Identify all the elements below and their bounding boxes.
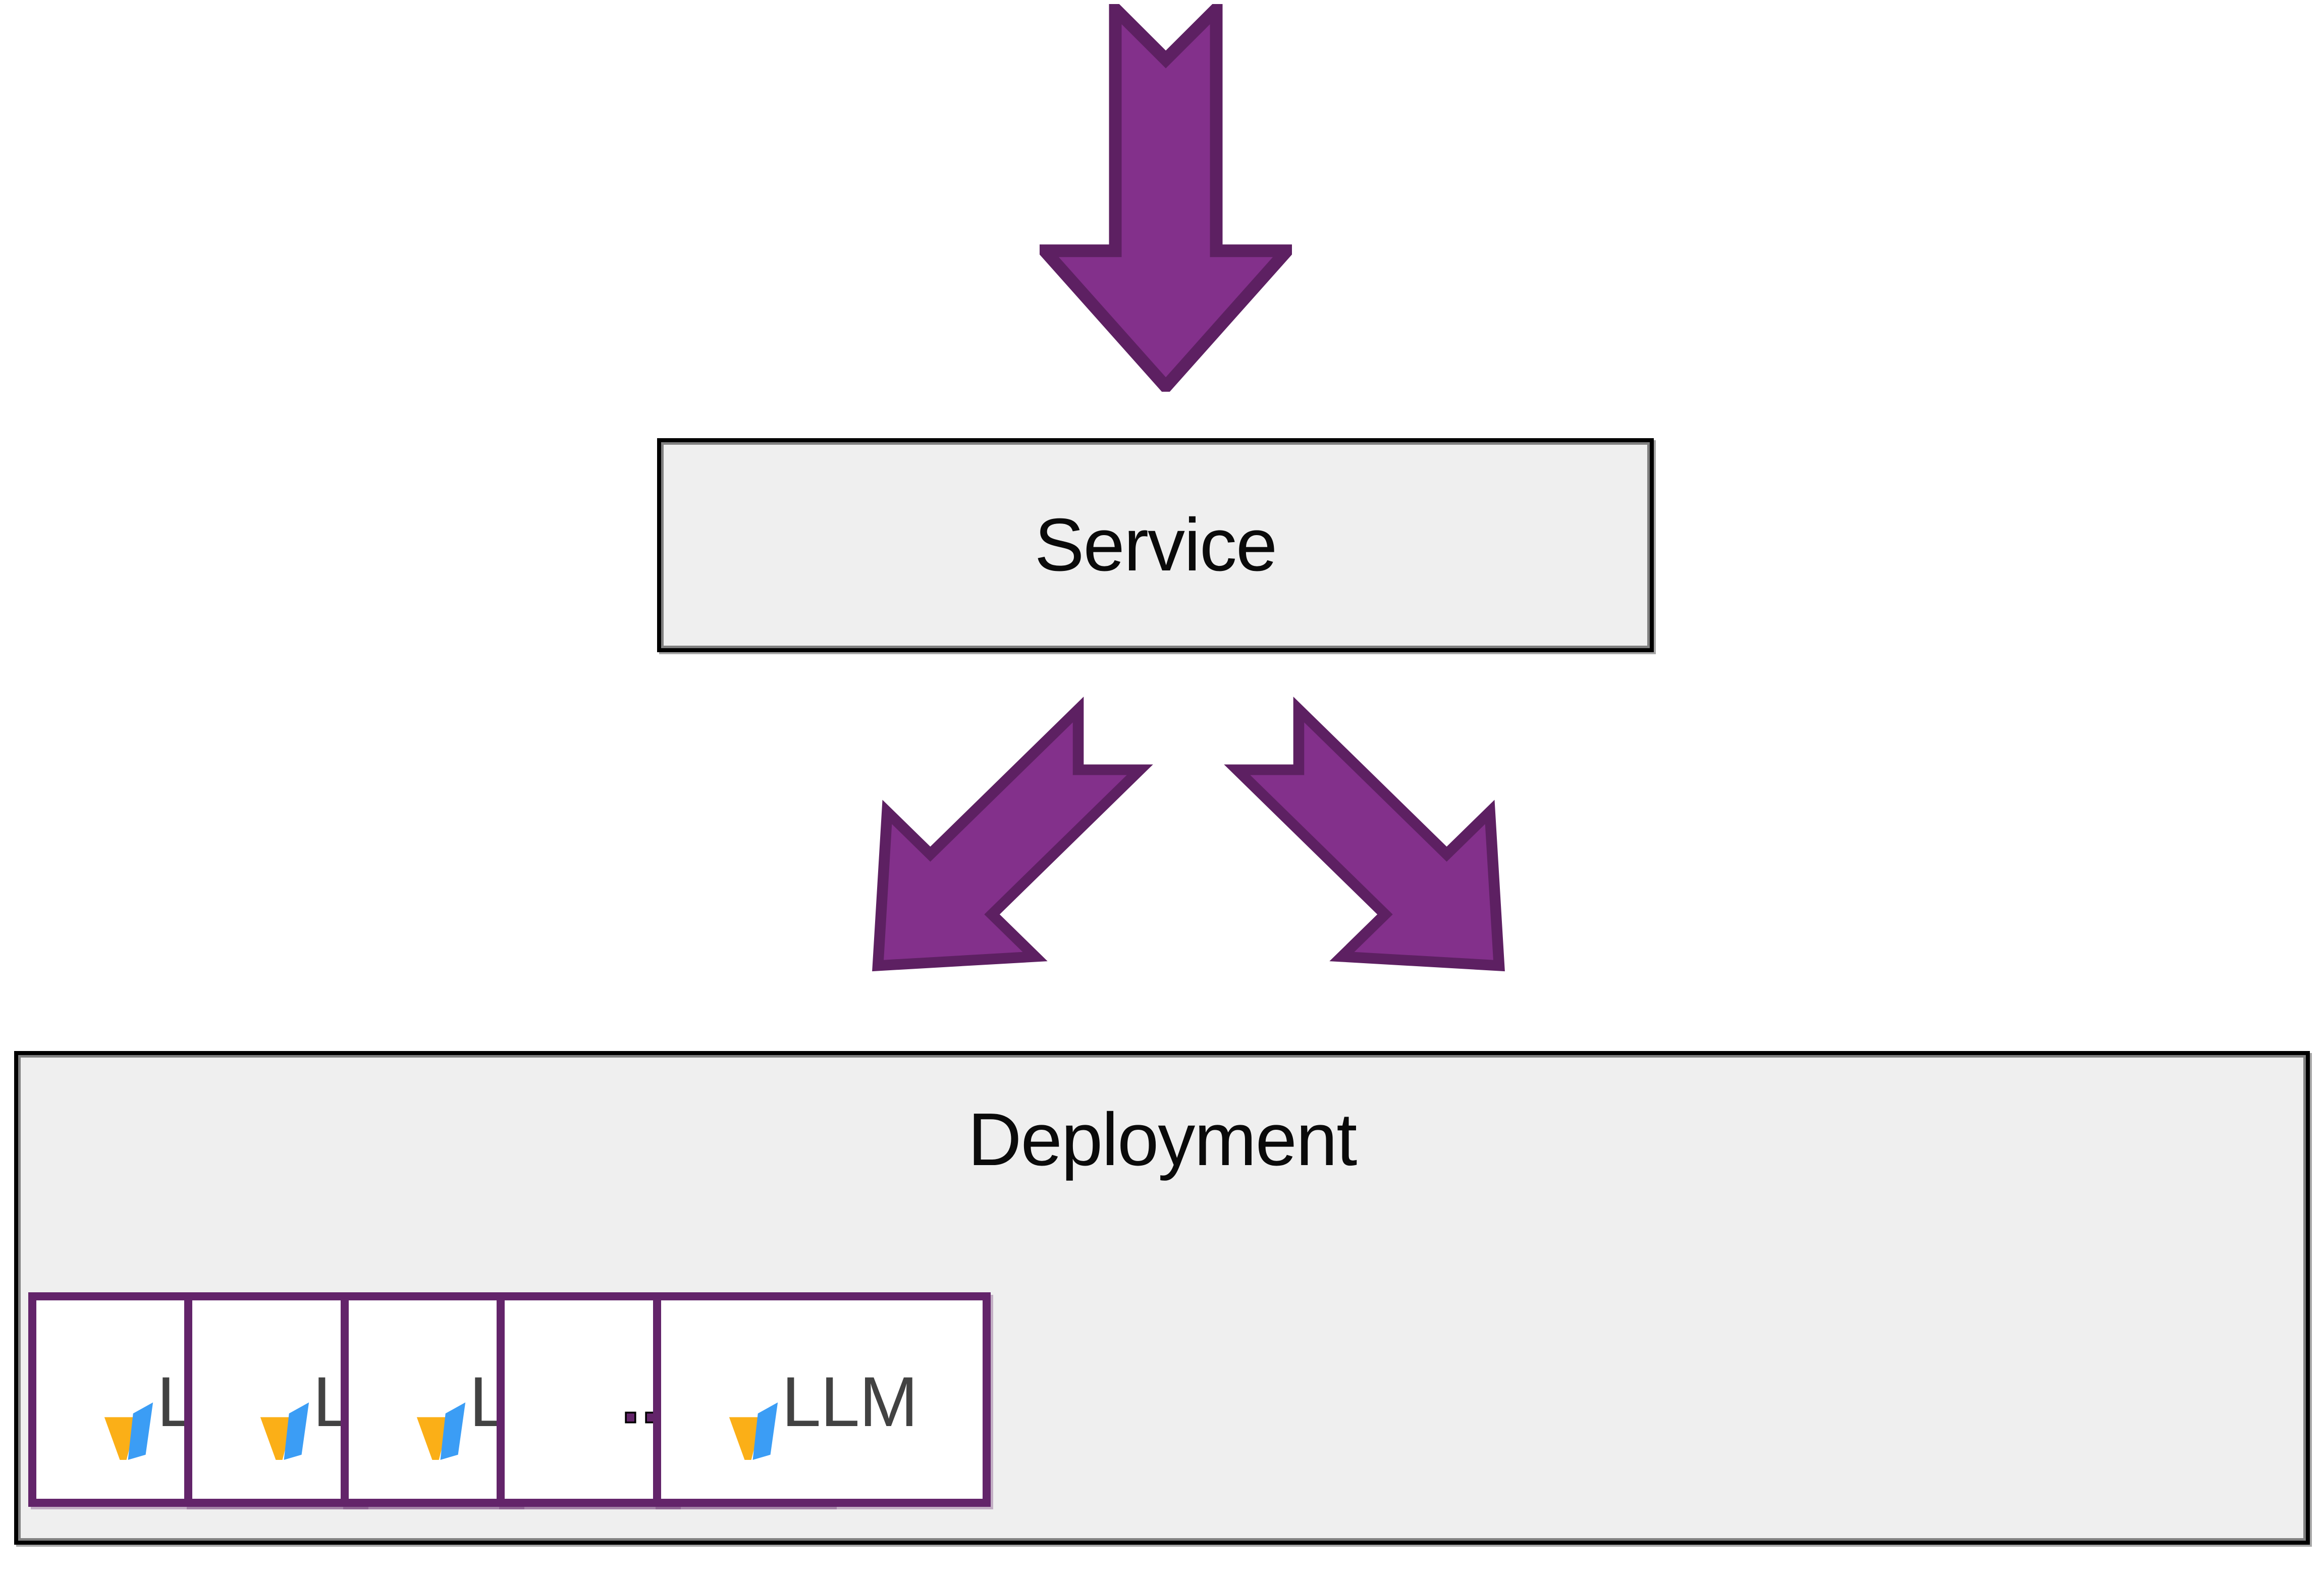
vllm-wordmark: LLM: [781, 1361, 918, 1441]
pod-vllm-4[interactable]: LLM: [653, 1292, 991, 1507]
vllm-check-mark-icon: [414, 1386, 468, 1460]
ingress-arrow-down-icon: [1040, 4, 1292, 392]
service-node[interactable]: Service: [657, 438, 1654, 652]
service-to-deployment-arrow-right-icon: [1219, 692, 1554, 1020]
deployment-node[interactable]: Deployment LLM: [14, 1051, 2310, 1545]
vllm-check-mark-icon: [726, 1386, 781, 1460]
vllm-logo-lockup: LLM: [726, 1361, 918, 1460]
vllm-check-mark-icon: [101, 1386, 156, 1460]
deployment-label: Deployment: [967, 1098, 1358, 1181]
service-label: Service: [1034, 503, 1278, 587]
pod-row: LLM LLM: [18, 1055, 2306, 1541]
service-to-deployment-arrow-left-icon: [823, 692, 1158, 1020]
vllm-check-mark-icon: [257, 1386, 312, 1460]
